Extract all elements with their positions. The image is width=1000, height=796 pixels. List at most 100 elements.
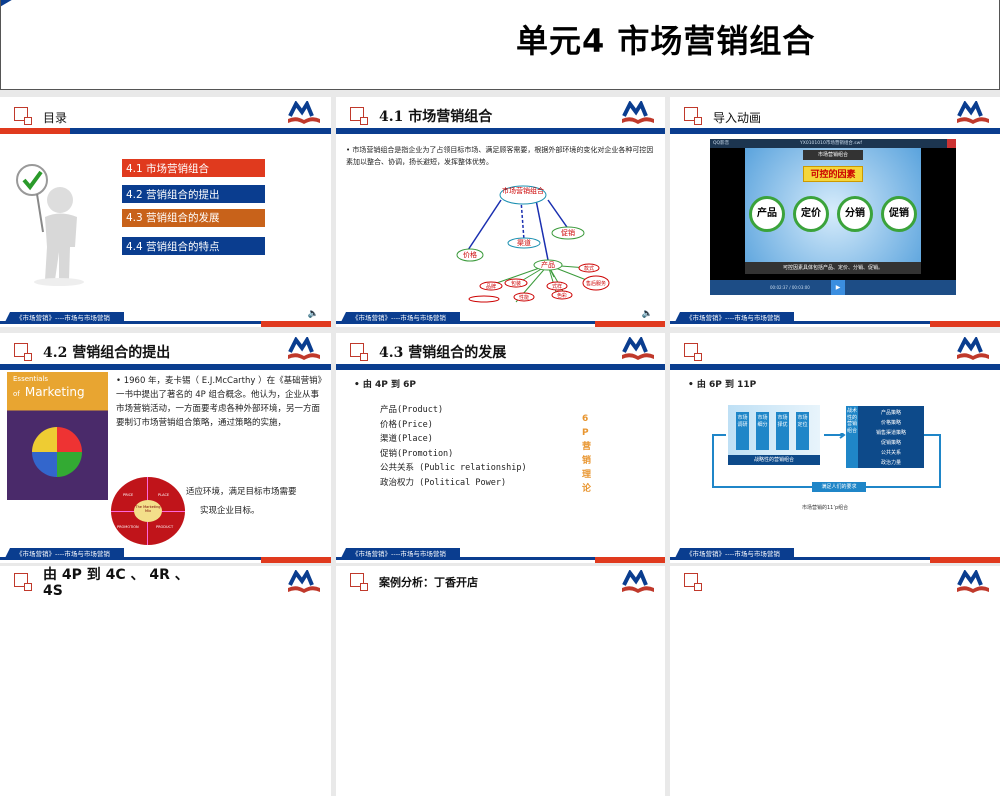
- step-box: 市场细分: [756, 412, 769, 450]
- step-box: 市场择优: [776, 412, 789, 450]
- slide-footer: 《市场营销》----市场与市场营销: [670, 311, 1000, 327]
- node-package: 包装: [511, 280, 521, 287]
- slide-thumbnail-5[interactable]: 4.3 营销组合的发展 • 由 4P 到 6P 产品(Product)价格(Pr…: [336, 333, 665, 563]
- node-after-sales: 售后服务: [586, 280, 606, 287]
- p-item: 渠道(Place): [380, 434, 433, 444]
- slide-icon: [350, 343, 368, 361]
- node-performance: 性能: [519, 294, 529, 301]
- slide-icon: [684, 107, 702, 125]
- slide-footer: 《市场营销》----市场与市场营销: [336, 547, 665, 563]
- marketing-mix-tree-diagram: 市场营销组合 价格 渠道 促销 产品 品牌包装式样色彩款式售后服务性能: [456, 185, 610, 303]
- node-style: 式样: [552, 283, 562, 290]
- node-root: 市场营销组合: [502, 186, 544, 195]
- slide-thumbnail-4[interactable]: 4.2 营销组合的提出 Essentials of Marketing • 19…: [0, 333, 331, 563]
- slide-thumbnail-6[interactable]: • 由 6P 到 11P 市场调研市场细分市场择优市场定位 战略性的营销组合 战…: [670, 333, 1000, 563]
- vertical-label: 6P营销理论: [582, 414, 592, 494]
- logo-icon: [957, 101, 989, 124]
- slide-icon: [684, 573, 702, 591]
- logo-icon: [622, 570, 654, 593]
- corner-decoration: [1, 0, 81, 50]
- header-bar: [0, 128, 331, 134]
- slide-title: 由 4P 到 4C 、 4R 、 4S: [43, 567, 189, 599]
- node-price: 价格: [463, 250, 477, 259]
- video-heading: 可控的因素: [803, 166, 863, 182]
- p-list: 产品(Product)价格(Price)渠道(Place)促销(Promotio…: [380, 403, 527, 490]
- slide-title: 4.3 营销组合的发展: [379, 345, 507, 361]
- logo-icon: [288, 570, 320, 593]
- slide-thumbnail-1[interactable]: 目录 4.1 市场营销组合 4.2 营销组合的提出 4.3 营销组合的发展 4.…: [0, 97, 331, 327]
- bullet-text: • 由 4P 到 6P: [354, 380, 417, 390]
- toc-item-4-3: 4.3 营销组合的发展: [122, 209, 265, 227]
- bullet-text-continued: 适应环境，满足目标市场需要: [186, 487, 297, 497]
- p-item: 促销(Promotion): [380, 448, 454, 459]
- slide-footer: 《市场营销》----市场与市场营销: [670, 547, 1000, 563]
- close-button[interactable]: [947, 139, 956, 148]
- footer-text: 《市场营销》----市场与市场营销: [4, 548, 124, 560]
- slide-icon: [14, 573, 32, 591]
- speaker-icon[interactable]: 🔈: [307, 309, 319, 319]
- node-color: 色彩: [557, 292, 567, 299]
- step-box: 市场定位: [796, 412, 809, 450]
- logo-icon: [957, 337, 989, 360]
- footer-text: 《市场营销》----市场与市场营销: [4, 312, 124, 324]
- footer-text: 《市场营销》----市场与市场营销: [340, 312, 460, 324]
- playback-time: 00:02:37 / 00:03:00: [770, 285, 810, 290]
- slide-main-title: 单元4 市场营销组合: [516, 22, 816, 60]
- toc-item-4-4: 4.4 营销组合的特点: [122, 237, 265, 255]
- slide-title: 案例分析：丁香开店: [379, 576, 478, 589]
- figure-with-checkmark: [16, 164, 84, 286]
- header-bar: [336, 128, 665, 134]
- footer-text: 《市场营销》----市场与市场营销: [674, 312, 794, 324]
- video-circle: 产品: [749, 196, 785, 232]
- slide-footer: 《市场营销》----市场与市场营销 🔈: [0, 309, 331, 327]
- footer-text: 《市场营销》----市场与市场营销: [340, 548, 460, 560]
- tactical-box: 战术性的营销组合 产品策略价格策略销售渠道策略促销策略公共关系政治力量: [846, 406, 924, 468]
- header-bar: [336, 364, 665, 370]
- player-controls[interactable]: 00:02:37 / 00:03:00 ▶: [710, 280, 956, 295]
- bullet-text: • 由 6P 到 11P: [688, 380, 757, 390]
- current-slide-preview: 单元4 市场营销组合: [0, 0, 1000, 90]
- slide-footer: 《市场营销》----市场与市场营销 🔈: [336, 309, 665, 327]
- p-item: 产品(Product): [380, 405, 444, 415]
- logo-icon: [622, 101, 654, 124]
- play-button[interactable]: ▶: [831, 280, 846, 295]
- logo-icon: [288, 101, 320, 124]
- header-bar: [670, 364, 1000, 370]
- slide-thumbnail-7[interactable]: 由 4P 到 4C 、 4R 、 4S: [0, 566, 331, 796]
- slide-footer: 《市场营销》----市场与市场营销: [0, 547, 331, 563]
- slide-title: 导入动画: [713, 111, 762, 125]
- slide-icon: [14, 107, 32, 125]
- strategic-box: 市场调研市场细分市场择优市场定位 战略性的营销组合: [728, 405, 820, 465]
- footer-text: 《市场营销》----市场与市场营销: [674, 548, 794, 560]
- strategic-label: 战略性的营销组合: [728, 455, 820, 465]
- slide-icon: [350, 573, 368, 591]
- loop-label: 满足人们的要求: [812, 482, 866, 492]
- header-bar: [670, 128, 1000, 134]
- bullet-text-end: 实现企业目标。: [200, 506, 260, 516]
- node-brand: 品牌: [486, 283, 496, 290]
- node-design: 款式: [584, 265, 594, 272]
- book-cover-image: Essentials of Marketing: [7, 372, 108, 500]
- bullet-text: • 1960 年，麦卡锡（ E.J.McCarthy ）在《基础营销》一书中提出…: [116, 376, 322, 428]
- slide-thumbnail-8[interactable]: 案例分析：丁香开店: [336, 566, 665, 796]
- slide-title: 4.2 营销组合的提出: [43, 345, 171, 361]
- slide-icon: [14, 343, 32, 361]
- video-banner: 市场营销组合: [803, 150, 863, 160]
- book-title-line2: of: [13, 390, 20, 398]
- p-item: 公共关系 (Public relationship): [380, 463, 527, 473]
- slide-thumbnail-9[interactable]: [670, 566, 1000, 796]
- video-circle: 促销: [881, 196, 917, 232]
- slide-title: 目录: [43, 111, 68, 125]
- video-circle: 分销: [837, 196, 873, 232]
- speaker-icon[interactable]: 🔈: [641, 309, 653, 319]
- logo-icon: [957, 570, 989, 593]
- slide-thumbnail-2[interactable]: 4.1 市场营销组合 • 市场营销组合是指企业为了占领目标市场、满足顾客需要，根…: [336, 97, 665, 327]
- video-circle: 定价: [793, 196, 829, 232]
- bullet-text: • 市场营销组合是指企业为了占领目标市场、满足顾客需要，根据外部环境的变化对企业…: [346, 146, 654, 166]
- node-channel: 渠道: [517, 238, 531, 247]
- node-promotion: 促销: [561, 228, 575, 237]
- slide-icon: [350, 107, 368, 125]
